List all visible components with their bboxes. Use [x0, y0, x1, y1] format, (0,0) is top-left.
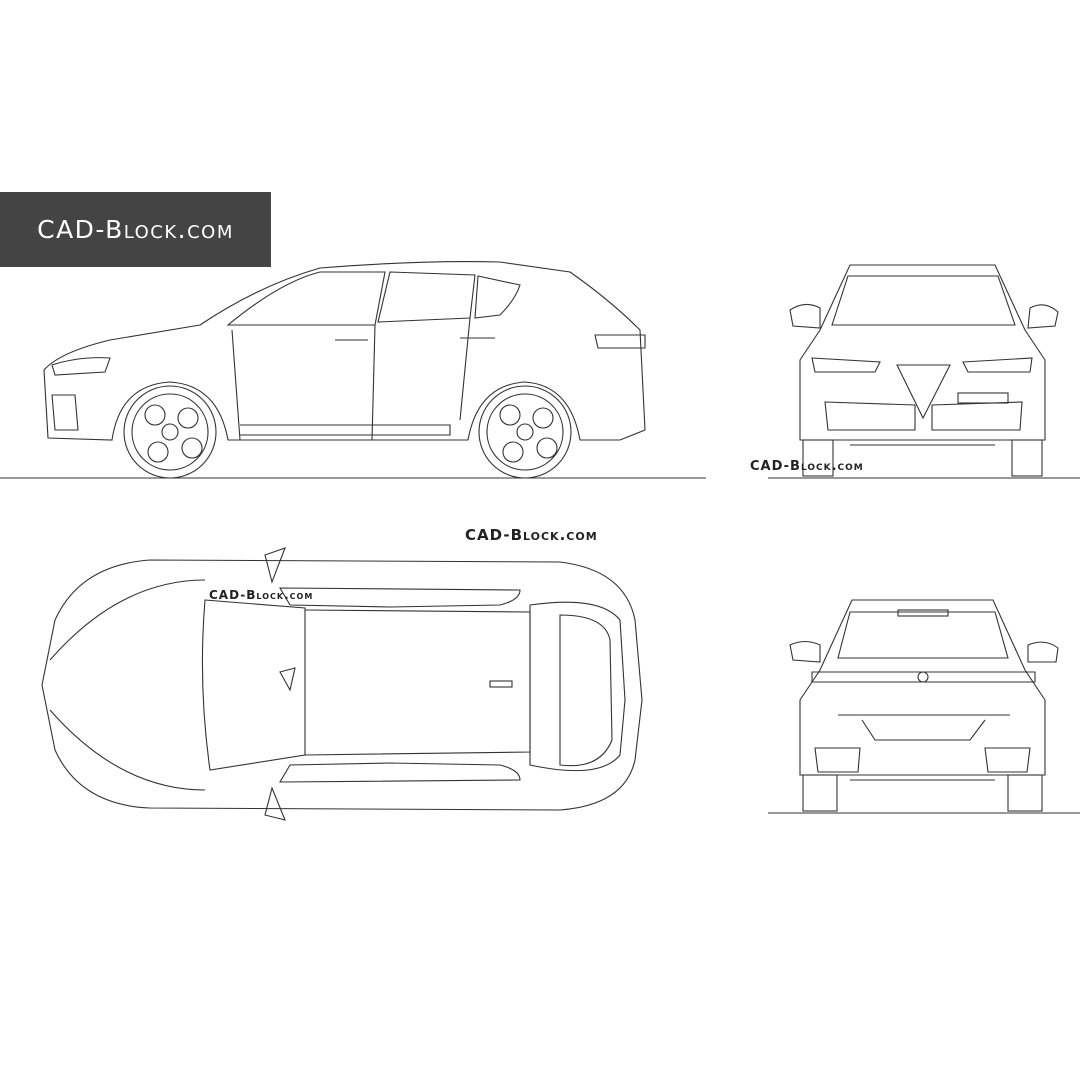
- watermark-top-view: CAD-Block.com: [209, 588, 314, 602]
- rear-view: [789, 599, 1059, 812]
- top-view: [41, 547, 643, 821]
- logo-text: CAD-Block.com: [37, 215, 234, 244]
- front-view: [789, 264, 1059, 477]
- watermark-front: CAD-Block.com: [750, 459, 864, 474]
- cad-block-logo: CAD-Block.com: [0, 192, 271, 267]
- side-view: [43, 261, 646, 479]
- watermark-top-right: CAD-Block.com: [465, 526, 598, 544]
